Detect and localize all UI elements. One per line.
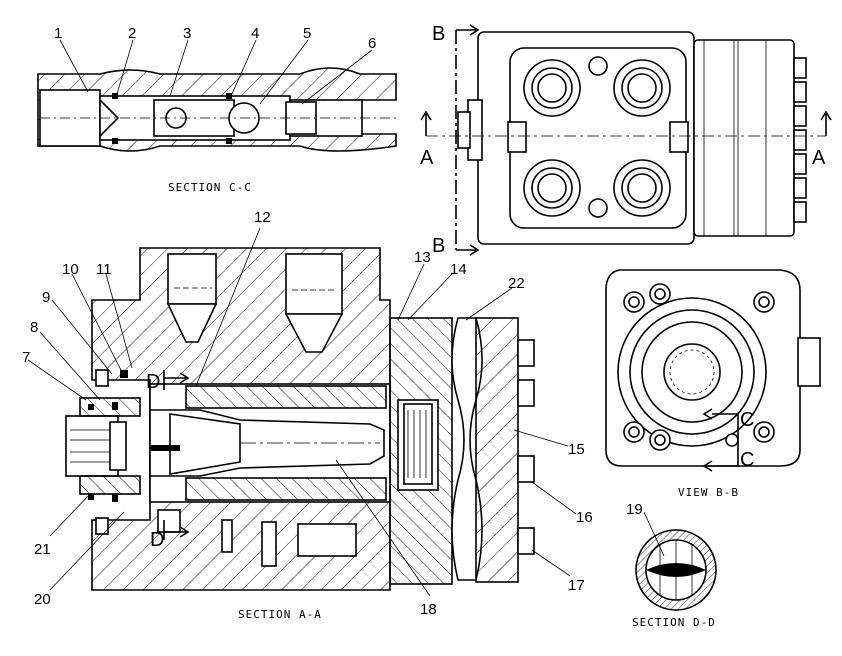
- callout-3: 3: [183, 25, 191, 42]
- cut-letter-a-right: A: [812, 147, 826, 169]
- cut-letter-b-bottom: B: [432, 235, 445, 257]
- callout-20: 20: [34, 591, 51, 608]
- callout-5: 5: [303, 25, 311, 42]
- cut-letter-a-left: A: [420, 147, 434, 169]
- section-a-a-view: [65, 247, 535, 591]
- top-view: [420, 24, 832, 256]
- callout-12: 12: [254, 209, 271, 226]
- callout-16: 16: [576, 509, 593, 526]
- view-b-b-caption: VIEW B-B: [678, 486, 739, 499]
- callout-1: 1: [54, 25, 62, 42]
- callout-21: 21: [34, 541, 51, 558]
- callout-22: 22: [508, 275, 525, 292]
- section-c-c-caption: SECTION C-C: [168, 181, 252, 194]
- callout-18: 18: [420, 601, 437, 618]
- section-a-a-caption: SECTION A-A: [238, 608, 322, 621]
- callout-10: 10: [62, 261, 79, 278]
- callout-11: 11: [96, 261, 112, 278]
- callout-8: 8: [30, 319, 38, 336]
- callout-13: 13: [414, 249, 431, 266]
- callout-15: 15: [568, 441, 585, 458]
- cut-letter-d-top: D: [146, 371, 160, 393]
- d-cut-arrows: [163, 370, 190, 540]
- section-c-c-view: [37, 67, 397, 152]
- cut-letter-c-bottom: C: [740, 449, 754, 471]
- cut-letter-b-top: B: [432, 23, 445, 45]
- callout-2: 2: [128, 25, 136, 42]
- callout-14: 14: [450, 261, 467, 278]
- section-d-d-view: [635, 511, 717, 611]
- callout-4: 4: [251, 25, 259, 42]
- section-d-d-caption: SECTION D-D: [632, 616, 716, 629]
- callout-leaders-a: [27, 227, 577, 597]
- callout-6: 6: [368, 35, 376, 52]
- port-circles: [523, 56, 671, 218]
- callout-leaders-c: [59, 39, 373, 105]
- callout-19: 19: [626, 501, 643, 518]
- callout-9: 9: [42, 289, 50, 306]
- cut-letter-c-top: C: [740, 409, 754, 431]
- bolt-heads-right: [793, 57, 807, 223]
- view-b-b: [605, 269, 821, 472]
- callout-7: 7: [22, 349, 30, 366]
- cut-letter-d-bottom: D: [150, 529, 164, 551]
- callout-17: 17: [568, 577, 585, 594]
